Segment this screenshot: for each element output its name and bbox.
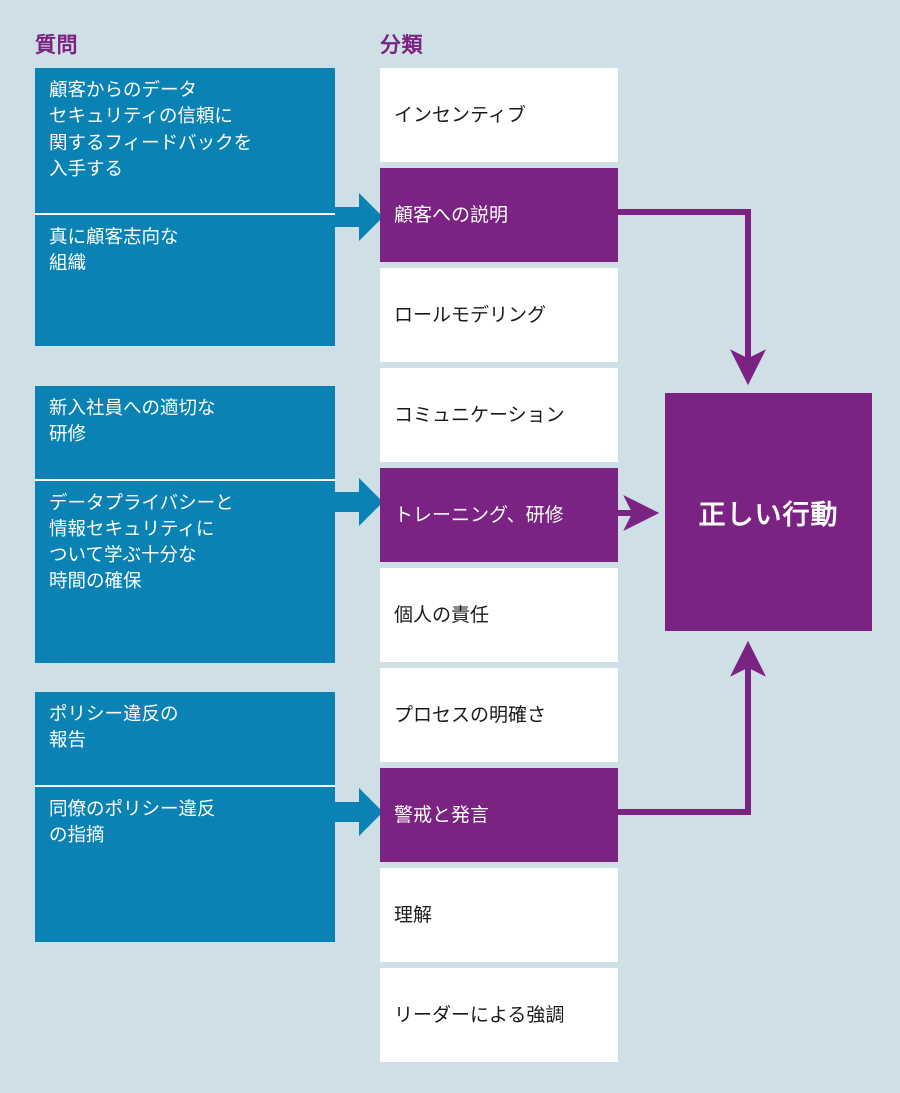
outcome-label: 正しい行動 xyxy=(698,499,839,531)
category-box[interactable]: 理解 xyxy=(380,868,618,962)
connector-bottom xyxy=(618,640,766,815)
category-label: 個人の責任 xyxy=(394,603,490,626)
outcome-box[interactable]: 正しい行動 xyxy=(665,393,872,631)
category-box[interactable]: リーダーによる強調 xyxy=(380,968,618,1062)
column-heading-categories: 分類 xyxy=(380,33,423,57)
category-label: プロセスの明確さ xyxy=(394,703,547,726)
category-box[interactable]: プロセスの明確さ xyxy=(380,668,618,762)
question-item: 真に顧客志向な 組織 xyxy=(35,213,335,288)
question-group: 顧客からのデータ セキュリティの信頼に 関するフィードバックを 入手する 真に顧… xyxy=(35,68,335,346)
category-box[interactable]: ロールモデリング xyxy=(380,268,618,362)
category-label: コミュニケーション xyxy=(394,403,565,426)
category-label: リーダーによる強調 xyxy=(394,1003,565,1026)
category-box-highlighted[interactable]: トレーニング、研修 xyxy=(380,468,618,562)
category-box[interactable]: 個人の責任 xyxy=(380,568,618,662)
category-box[interactable]: インセンティブ xyxy=(380,68,618,162)
category-box-highlighted[interactable]: 警戒と発言 xyxy=(380,768,618,862)
question-item: データプライバシーと 情報セキュリティに ついて学ぶ十分な 時間の確保 xyxy=(35,478,335,606)
column-heading-questions: 質問 xyxy=(35,33,78,57)
arrow-right-icon xyxy=(335,193,383,241)
connector-top xyxy=(618,209,766,386)
question-item: 同僚のポリシー違反 の指摘 xyxy=(35,784,335,860)
category-label: ロールモデリング xyxy=(394,303,547,326)
question-item: 新入社員への適切な 研修 xyxy=(49,398,216,446)
question-item: 顧客からのデータ セキュリティの信頼に 関するフィードバックを 入手する xyxy=(49,80,253,180)
category-label: インセンティブ xyxy=(394,103,526,126)
arrow-right-icon xyxy=(335,788,383,836)
arrow-right-icon xyxy=(335,478,383,526)
category-label: 警戒と発言 xyxy=(394,803,490,826)
question-group: 新入社員への適切な 研修 データプライバシーと 情報セキュリティに ついて学ぶ十… xyxy=(35,386,335,663)
category-label: トレーニング、研修 xyxy=(394,503,564,526)
question-item: ポリシー違反の 報告 xyxy=(49,704,179,752)
category-box[interactable]: コミュニケーション xyxy=(380,368,618,462)
category-label: 顧客への説明 xyxy=(394,203,509,226)
category-label: 理解 xyxy=(394,903,433,926)
question-group: ポリシー違反の 報告 同僚のポリシー違反 の指摘 xyxy=(35,692,335,942)
category-box-highlighted[interactable]: 顧客への説明 xyxy=(380,168,618,262)
